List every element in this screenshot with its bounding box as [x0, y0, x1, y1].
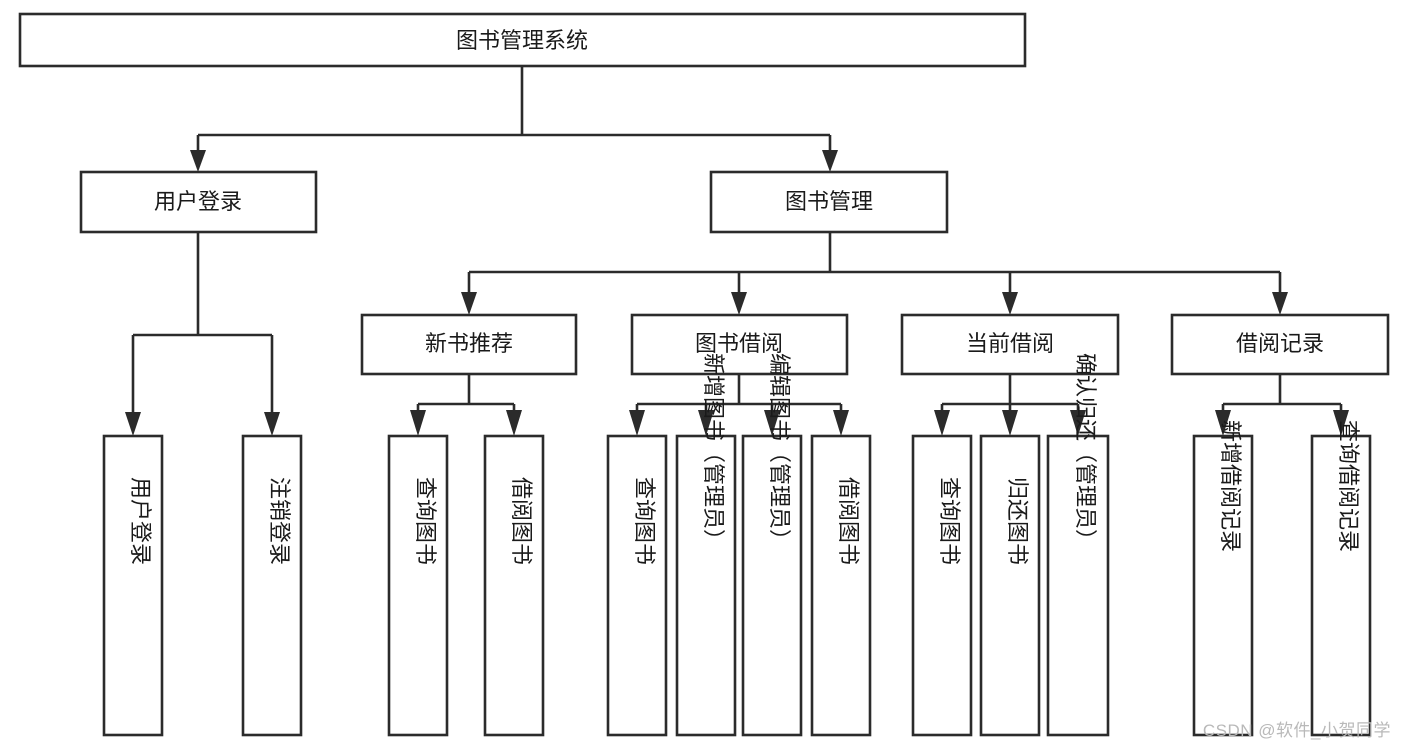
- node-leaf-borrow-book-1-box[interactable]: [483, 434, 545, 737]
- node-borrow-record-label: 借阅记录: [1236, 331, 1324, 356]
- node-leaf-confirm-return-box[interactable]: [1046, 434, 1110, 737]
- node-book-manage-label: 图书管理: [785, 189, 873, 214]
- node-leaf-query-book-2-label: 查询图书: [632, 477, 657, 565]
- node-borrow-record-box[interactable]: [1170, 313, 1390, 376]
- connector-layer: [125, 66, 1349, 436]
- arrowhead-leaf-query-book-1: [410, 410, 426, 436]
- node-leaf-query-book-3-box[interactable]: [911, 434, 973, 737]
- node-book-manage-box[interactable]: [709, 170, 949, 234]
- node-leaf-borrow-book-1-label: 借阅图书: [509, 477, 534, 565]
- arrowhead-leaf-return-book: [1002, 410, 1018, 436]
- node-book-borrow-box[interactable]: [630, 313, 849, 376]
- arrowhead-leaf-borrow-book-2: [833, 410, 849, 436]
- node-leaf-return-book-label: 归还图书: [1005, 477, 1030, 565]
- arrowhead-leaf-query-book-3: [934, 410, 950, 436]
- arrowhead-leaf-confirm-return: [1070, 410, 1086, 436]
- node-leaf-add-book-box[interactable]: [675, 434, 737, 737]
- node-leaf-add-book[interactable]: 新增图书（管理员）: [675, 353, 737, 737]
- arrowhead-leaf-user-login: [125, 412, 141, 436]
- node-leaf-confirm-return[interactable]: 确认归还（管理员）: [1046, 353, 1110, 737]
- node-leaf-logout-label: 注销登录: [267, 477, 292, 565]
- arrowhead-leaf-logout: [264, 412, 280, 436]
- node-leaf-query-book-3-label: 查询图书: [937, 477, 962, 565]
- node-leaf-query-book-3[interactable]: 查询图书: [911, 434, 973, 737]
- arrowhead-leaf-query-book-2: [629, 410, 645, 436]
- node-leaf-add-record-box[interactable]: [1192, 434, 1254, 737]
- node-new-book-rec[interactable]: 新书推荐: [360, 313, 578, 376]
- arrowhead-leaf-edit-book: [764, 410, 780, 436]
- node-user-login-label: 用户登录: [154, 189, 242, 214]
- node-current-borrow-label: 当前借阅: [966, 331, 1054, 356]
- node-leaf-user-login-box[interactable]: [102, 434, 164, 737]
- arrowhead-leaf-add-record: [1215, 410, 1231, 436]
- node-leaf-return-book-box[interactable]: [979, 434, 1041, 737]
- node-leaf-return-book[interactable]: 归还图书: [979, 434, 1041, 737]
- node-leaf-query-record[interactable]: 查询借阅记录: [1310, 420, 1372, 737]
- node-current-borrow-box[interactable]: [900, 313, 1120, 376]
- arrowhead-new-book-rec: [461, 292, 477, 315]
- node-user-login-box[interactable]: [79, 170, 318, 234]
- node-leaf-borrow-book-2-label: 借阅图书: [836, 477, 861, 565]
- node-leaf-query-book-2[interactable]: 查询图书: [606, 434, 668, 737]
- node-root[interactable]: 图书管理系统: [18, 12, 1027, 68]
- node-leaf-query-record-label: 查询借阅记录: [1336, 420, 1361, 552]
- node-leaf-add-book-label: 新增图书（管理员）: [701, 353, 726, 551]
- node-book-borrow-label: 图书借阅: [695, 331, 783, 356]
- arrowhead-current-borrow: [1002, 292, 1018, 315]
- node-book-manage[interactable]: 图书管理: [709, 170, 949, 234]
- node-leaf-query-book-1[interactable]: 查询图书: [387, 434, 449, 737]
- node-leaf-borrow-book-2-box[interactable]: [810, 434, 872, 737]
- node-current-borrow[interactable]: 当前借阅: [900, 313, 1120, 376]
- arrowhead-leaf-borrow-book-1: [506, 410, 522, 436]
- arrowhead-borrow-record: [1272, 292, 1288, 315]
- node-leaf-edit-book-label: 编辑图书（管理员）: [767, 353, 792, 551]
- node-root-label: 图书管理系统: [456, 28, 588, 53]
- node-leaf-query-book-2-box[interactable]: [606, 434, 668, 737]
- arrowhead-user-login: [190, 150, 206, 172]
- arrowhead-leaf-query-record: [1333, 410, 1349, 436]
- node-borrow-record[interactable]: 借阅记录: [1170, 313, 1390, 376]
- arrowhead-leaf-add-book: [698, 410, 714, 436]
- node-leaf-add-record[interactable]: 新增借阅记录: [1192, 420, 1254, 737]
- node-book-borrow[interactable]: 图书借阅: [630, 313, 849, 376]
- csdn-watermark: CSDN @软件_小贺同学: [1202, 721, 1391, 740]
- node-leaf-user-login-label: 用户登录: [128, 477, 153, 565]
- node-leaf-query-record-box[interactable]: [1310, 434, 1372, 737]
- node-leaf-borrow-book-1[interactable]: 借阅图书: [483, 434, 545, 737]
- node-leaf-confirm-return-label: 确认归还（管理员）: [1073, 353, 1098, 551]
- node-leaf-query-book-1-box[interactable]: [387, 434, 449, 737]
- node-leaf-add-record-label: 新增借阅记录: [1218, 420, 1243, 552]
- arrowhead-book-borrow: [731, 292, 747, 315]
- node-new-book-rec-box[interactable]: [360, 313, 578, 376]
- node-leaf-logout-box[interactable]: [241, 434, 303, 737]
- node-new-book-rec-label: 新书推荐: [425, 331, 513, 356]
- node-leaf-borrow-book-2[interactable]: 借阅图书: [810, 434, 872, 737]
- node-user-login[interactable]: 用户登录: [79, 170, 318, 234]
- node-root-box[interactable]: [18, 12, 1027, 68]
- node-leaf-edit-book[interactable]: 编辑图书（管理员）: [741, 353, 803, 737]
- arrowhead-book-manage: [822, 150, 838, 172]
- node-leaf-logout[interactable]: 注销登录: [241, 434, 303, 737]
- node-leaf-edit-book-box[interactable]: [741, 434, 803, 737]
- node-leaf-user-login[interactable]: 用户登录: [102, 434, 164, 737]
- node-leaf-query-book-1-label: 查询图书: [413, 477, 438, 565]
